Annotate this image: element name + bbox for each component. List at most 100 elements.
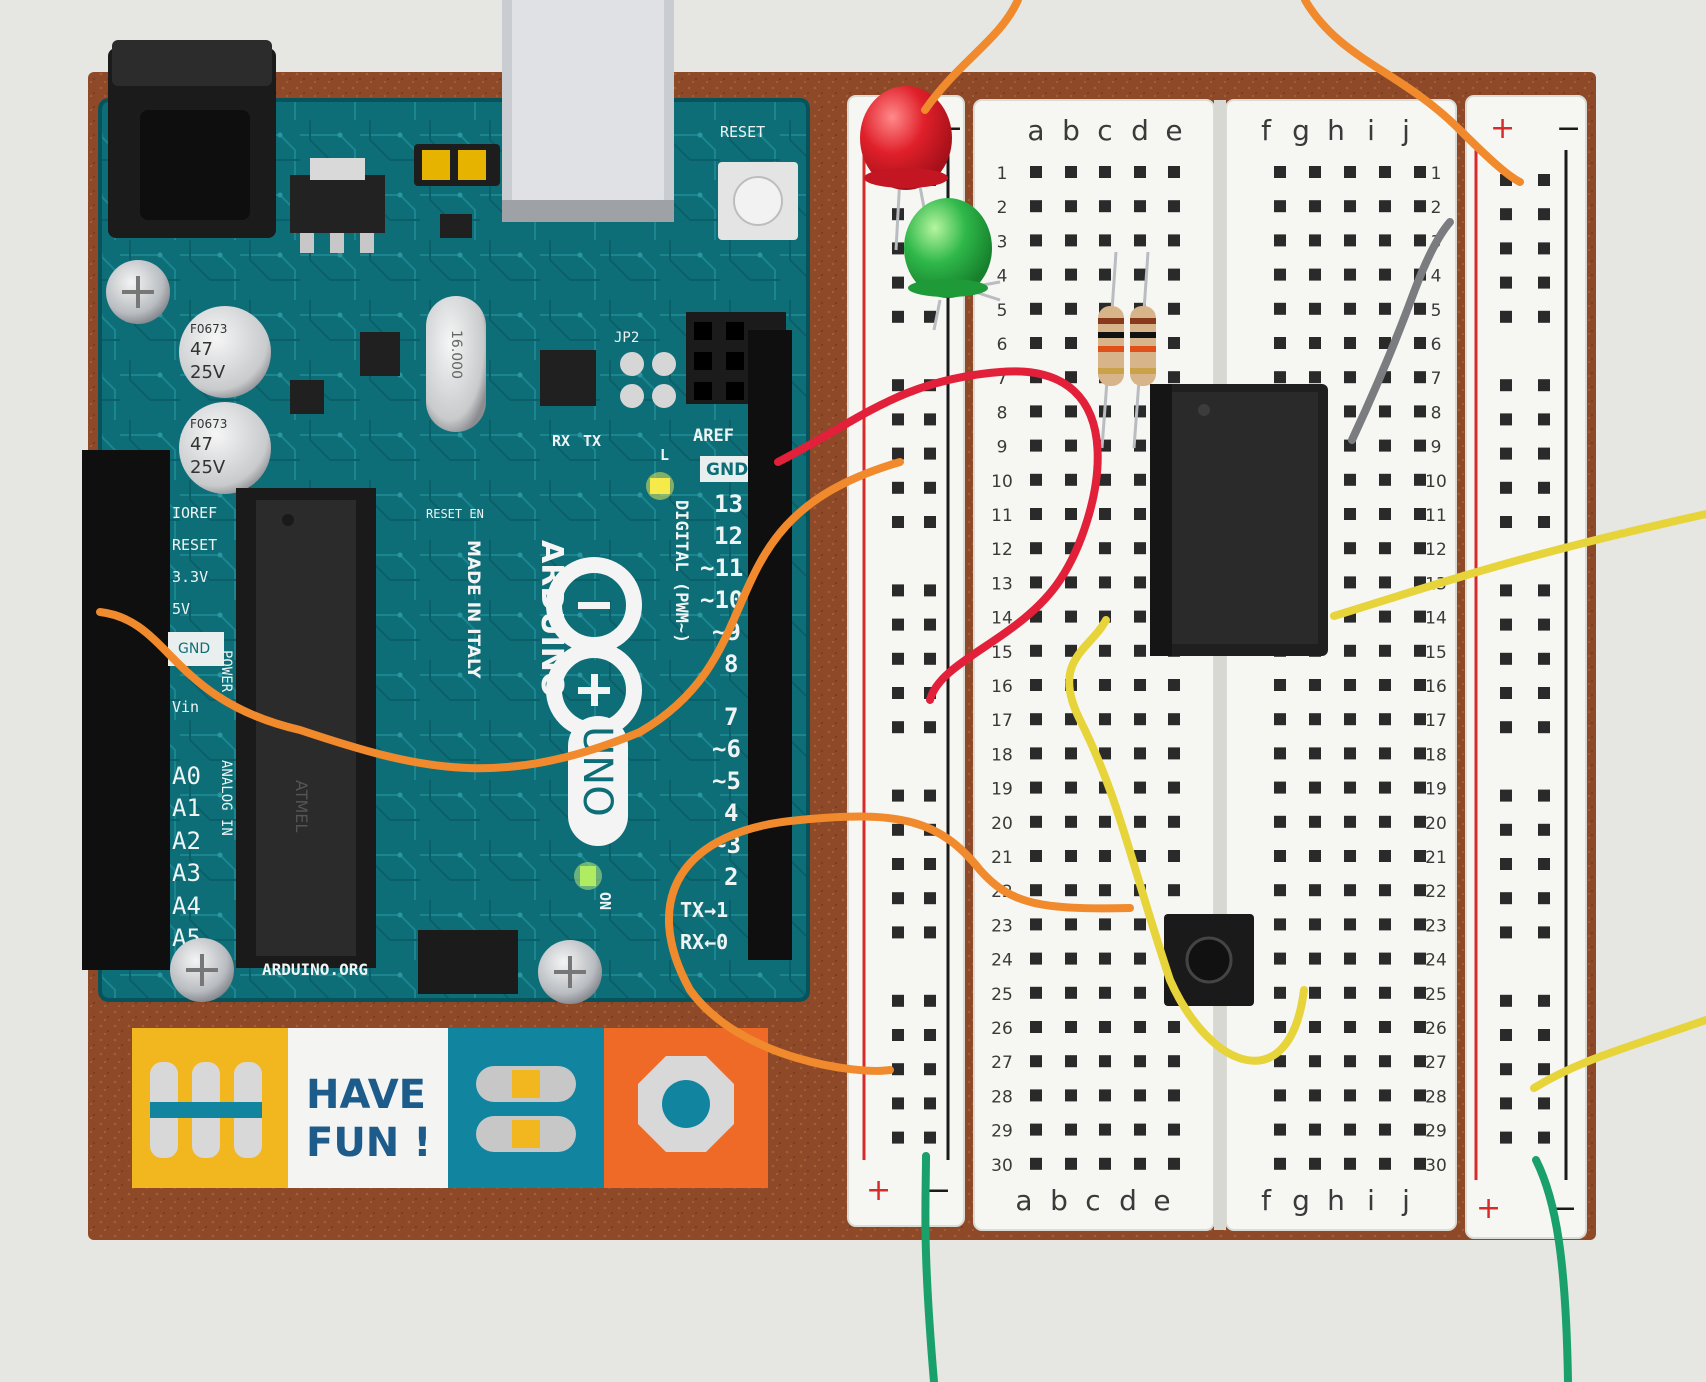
breadboard-hole[interactable]: [1274, 371, 1286, 384]
breadboard-hole[interactable]: [1344, 1055, 1356, 1068]
breadboard-hole[interactable]: [1030, 1157, 1042, 1170]
breadboard-hole[interactable]: [1538, 789, 1550, 802]
breadboard-hole[interactable]: [892, 618, 904, 631]
breadboard-hole[interactable]: [1379, 610, 1391, 623]
breadboard-hole[interactable]: [1274, 679, 1286, 691]
breadboard-hole[interactable]: [1379, 952, 1391, 965]
breadboard-hole[interactable]: [1065, 1055, 1077, 1068]
breadboard-hole[interactable]: [1168, 781, 1180, 794]
breadboard-hole[interactable]: [1538, 926, 1550, 939]
breadboard-hole[interactable]: [1379, 747, 1391, 760]
breadboard-hole[interactable]: [1379, 918, 1391, 931]
breadboard-hole[interactable]: [924, 1131, 936, 1144]
breadboard-hole[interactable]: [1030, 302, 1042, 315]
breadboard-hole[interactable]: [1414, 644, 1426, 657]
breadboard-hole[interactable]: [1134, 850, 1146, 862]
reset-button[interactable]: [718, 162, 798, 240]
breadboard-hole[interactable]: [1309, 234, 1321, 247]
breadboard-hole[interactable]: [1065, 644, 1077, 657]
breadboard-hole[interactable]: [1134, 747, 1146, 760]
breadboard-hole[interactable]: [892, 1131, 904, 1144]
breadboard-hole[interactable]: [1538, 1063, 1550, 1076]
breadboard-hole[interactable]: [1065, 1021, 1077, 1033]
breadboard-hole[interactable]: [1274, 302, 1286, 315]
breadboard-hole[interactable]: [892, 1097, 904, 1110]
breadboard-hole[interactable]: [1538, 1097, 1550, 1110]
breadboard-hole[interactable]: [892, 1029, 904, 1041]
breadboard-hole[interactable]: [1030, 576, 1042, 589]
breadboard-hole[interactable]: [1065, 850, 1077, 862]
breadboard-hole[interactable]: [1309, 1089, 1321, 1102]
breadboard-hole[interactable]: [1134, 610, 1146, 623]
breadboard-hole[interactable]: [1030, 781, 1042, 794]
breadboard-hole[interactable]: [892, 687, 904, 699]
breadboard-hole[interactable]: [1379, 1055, 1391, 1068]
breadboard-hole[interactable]: [1099, 679, 1111, 691]
breadboard-hole[interactable]: [892, 516, 904, 528]
breadboard-hole[interactable]: [1168, 679, 1180, 691]
breadboard-hole[interactable]: [924, 447, 936, 460]
breadboard-hole[interactable]: [1538, 1131, 1550, 1144]
breadboard-hole[interactable]: [1134, 473, 1146, 486]
breadboard-hole[interactable]: [1414, 986, 1426, 999]
breadboard-hole[interactable]: [1274, 200, 1286, 213]
breadboard-hole[interactable]: [1538, 276, 1550, 289]
breadboard-hole[interactable]: [1538, 310, 1550, 323]
breadboard-hole[interactable]: [1099, 473, 1111, 486]
breadboard-hole[interactable]: [1500, 310, 1512, 323]
breadboard-hole[interactable]: [1030, 1055, 1042, 1068]
breadboard-hole[interactable]: [1344, 542, 1356, 555]
breadboard-hole[interactable]: [1500, 823, 1512, 836]
breadboard-hole[interactable]: [1379, 781, 1391, 794]
breadboard-hole[interactable]: [1500, 208, 1512, 221]
breadboard-hole[interactable]: [1414, 1157, 1426, 1170]
breadboard-hole[interactable]: [1065, 234, 1077, 247]
breadboard-hole[interactable]: [1065, 781, 1077, 794]
breadboard-hole[interactable]: [1344, 200, 1356, 213]
breadboard-hole[interactable]: [1500, 1029, 1512, 1041]
breadboard-hole[interactable]: [1344, 473, 1356, 486]
breadboard-hole[interactable]: [1538, 584, 1550, 597]
breadboard-hole[interactable]: [1414, 166, 1426, 178]
breadboard-hole[interactable]: [1099, 986, 1111, 999]
breadboard-hole[interactable]: [1344, 1123, 1356, 1136]
breadboard-hole[interactable]: [1500, 994, 1512, 1007]
breadboard-hole[interactable]: [1344, 747, 1356, 760]
breadboard-hole[interactable]: [1030, 1089, 1042, 1102]
breadboard-hole[interactable]: [1379, 508, 1391, 520]
breadboard-hole[interactable]: [1168, 166, 1180, 178]
breadboard-hole[interactable]: [1168, 302, 1180, 315]
breadboard-hole[interactable]: [1379, 713, 1391, 726]
breadboard-hole[interactable]: [1414, 473, 1426, 486]
breadboard-hole[interactable]: [1065, 302, 1077, 315]
breadboard-hole[interactable]: [1030, 439, 1042, 452]
breadboard-hole[interactable]: [1274, 268, 1286, 281]
breadboard-hole[interactable]: [1414, 1089, 1426, 1102]
breadboard-hole[interactable]: [1500, 1131, 1512, 1144]
breadboard-hole[interactable]: [1379, 1021, 1391, 1033]
breadboard-hole[interactable]: [1099, 884, 1111, 897]
breadboard-hole[interactable]: [1344, 850, 1356, 862]
breadboard-hole[interactable]: [924, 892, 936, 905]
breadboard-hole[interactable]: [1500, 584, 1512, 597]
breadboard-hole[interactable]: [1274, 166, 1286, 178]
breadboard-hole[interactable]: [1344, 884, 1356, 897]
breadboard-hole[interactable]: [1344, 815, 1356, 828]
breadboard-hole[interactable]: [1274, 884, 1286, 897]
breadboard-hole[interactable]: [1030, 234, 1042, 247]
breadboard-hole[interactable]: [1134, 679, 1146, 691]
breadboard-hole[interactable]: [1065, 576, 1077, 589]
breadboard-hole[interactable]: [1344, 508, 1356, 520]
breadboard-hole[interactable]: [1538, 379, 1550, 392]
breadboard-hole[interactable]: [1538, 687, 1550, 699]
breadboard-hole[interactable]: [1134, 918, 1146, 931]
breadboard-hole[interactable]: [892, 1063, 904, 1076]
breadboard-hole[interactable]: [1065, 200, 1077, 213]
breadboard-hole[interactable]: [1344, 166, 1356, 178]
breadboard-hole[interactable]: [1500, 242, 1512, 255]
breadboard-hole[interactable]: [1309, 371, 1321, 384]
breadboard-hole[interactable]: [1500, 413, 1512, 426]
breadboard-hole[interactable]: [1414, 1123, 1426, 1136]
breadboard-hole[interactable]: [1030, 747, 1042, 760]
breadboard-hole[interactable]: [1099, 1021, 1111, 1033]
